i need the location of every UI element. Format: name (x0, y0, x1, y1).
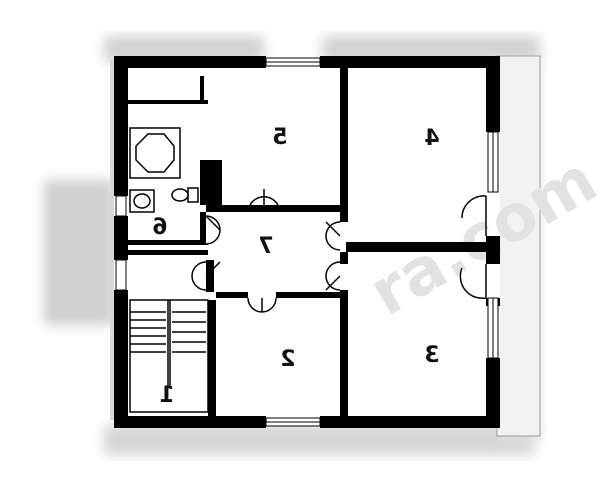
doors (191, 189, 487, 313)
shower-fixture (129, 127, 181, 179)
washbasin-fixture (129, 189, 155, 213)
room-label-3: 3 (424, 343, 439, 368)
room-label-5: 5 (272, 125, 287, 150)
room-label-4: 4 (424, 126, 439, 151)
toilet-fixture (171, 187, 199, 203)
staircase (129, 299, 209, 413)
room-label-7: 7 (258, 234, 273, 259)
balcony (496, 55, 541, 437)
interior-walls (126, 66, 488, 420)
room-label-6: 6 (152, 215, 167, 240)
windows (115, 57, 499, 427)
room-label-2: 2 (280, 347, 295, 372)
room-label-1: 1 (159, 383, 174, 408)
room-labels: 5 4 6 7 2 3 1 (152, 125, 439, 408)
